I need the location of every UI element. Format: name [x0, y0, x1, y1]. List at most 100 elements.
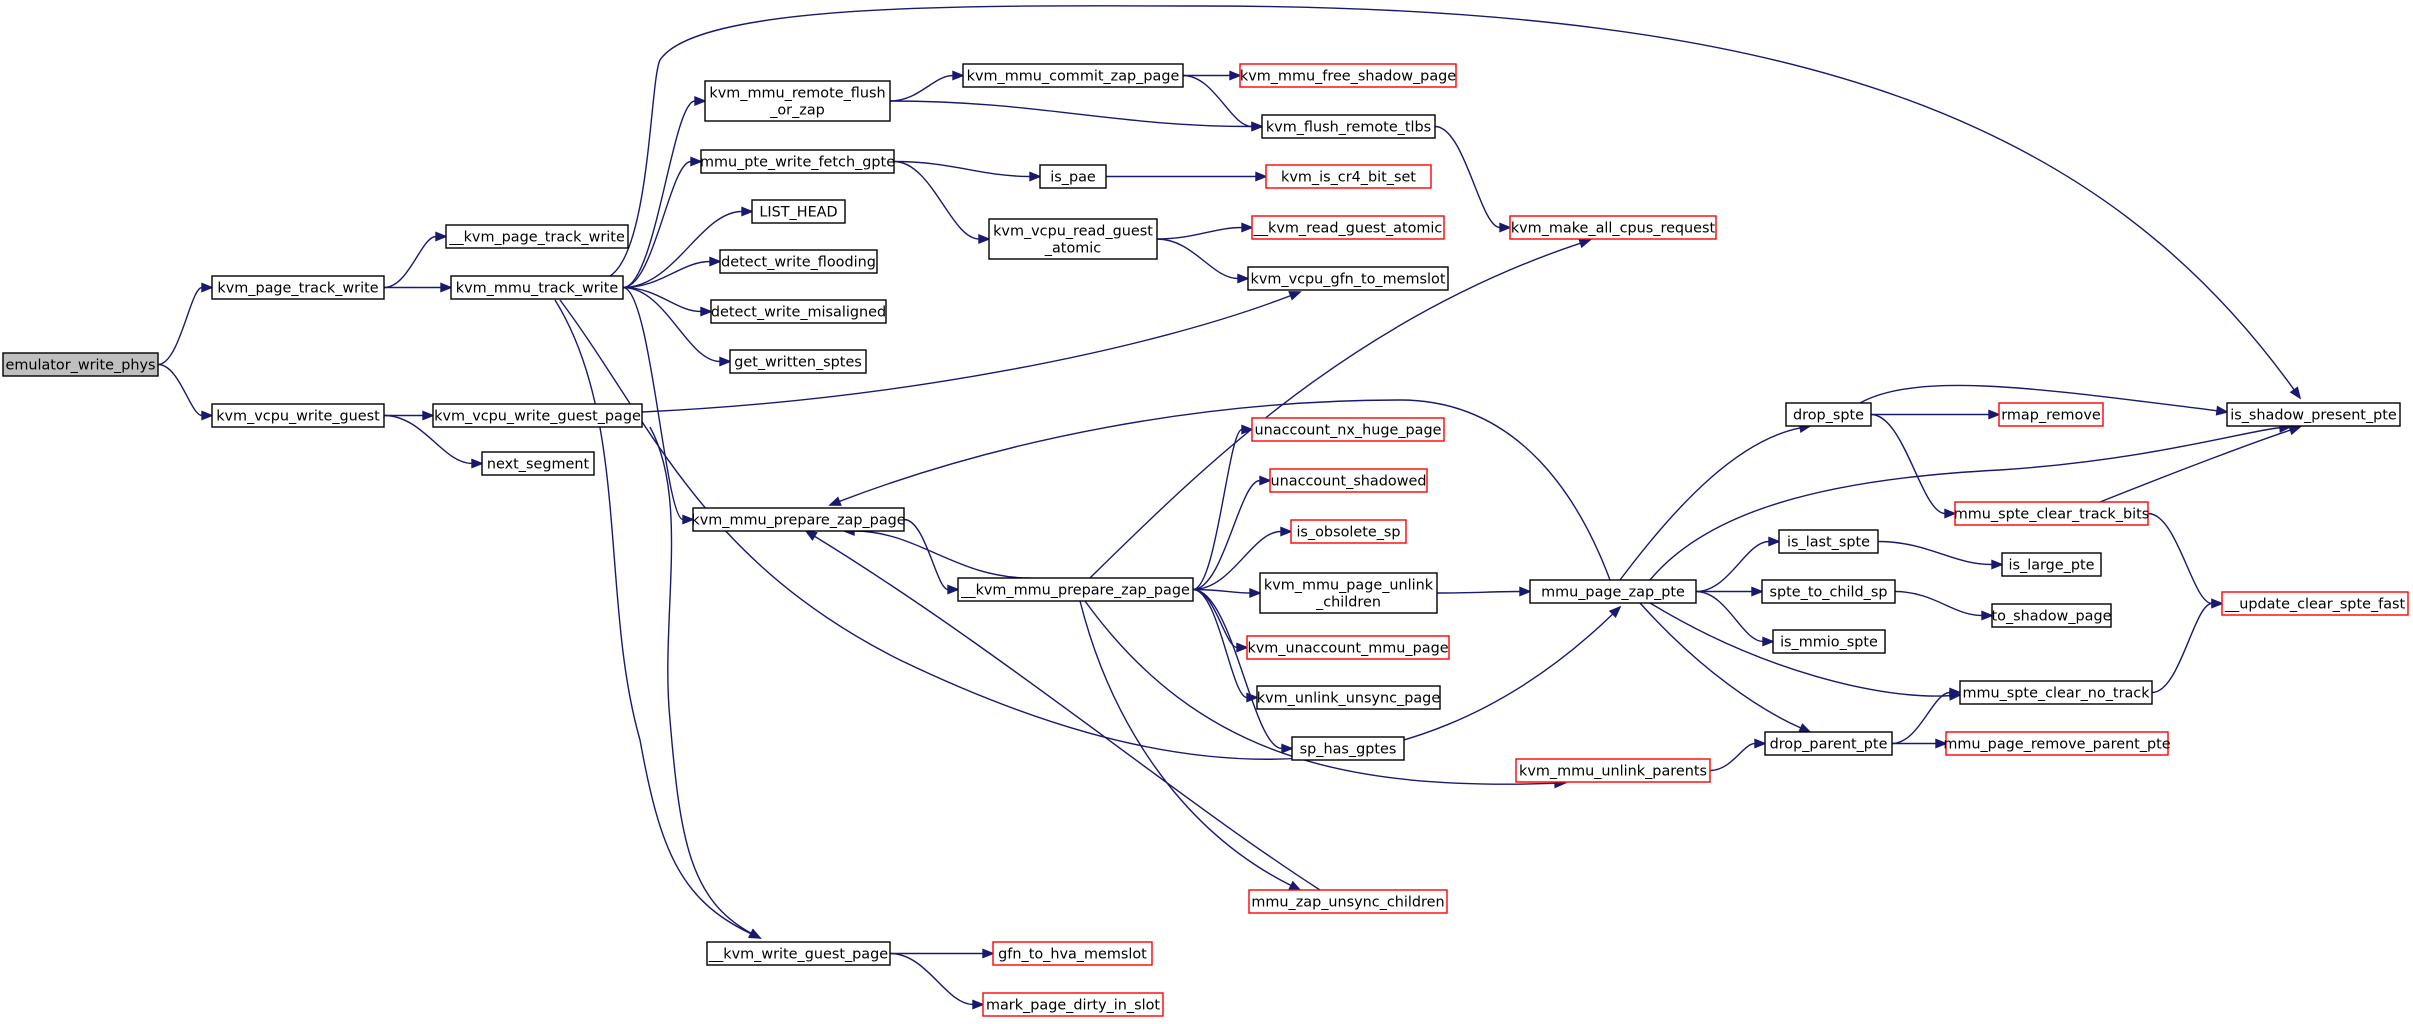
node-get_written_sptes[interactable]: get_written_sptes — [729, 349, 867, 374]
node-mmu_page_zap_pte[interactable]: mmu_page_zap_pte — [1529, 579, 1697, 604]
node-unaccount_nx_huge_page[interactable]: unaccount_nx_huge_page — [1251, 417, 1445, 442]
edge-__kvm_mmu_prepare_zap_page-to-unaccount_shadowed — [1192, 475, 1272, 591]
node-kvm_make_all_cpus_request[interactable]: kvm_make_all_cpus_request — [1509, 215, 1717, 240]
node-mark_page_dirty_in_slot[interactable]: mark_page_dirty_in_slot — [982, 992, 1164, 1017]
node-label-detect_write_flooding: detect_write_flooding — [721, 255, 876, 271]
node-__update_clear_spte_fast[interactable]: __update_clear_spte_fast — [2221, 591, 2409, 616]
node-mmu_spte_clear_track_bits[interactable]: mmu_spte_clear_track_bits — [1954, 501, 2149, 526]
node-kvm_vcpu_read_guest_atomic[interactable]: kvm_vcpu_read_guest_atomic — [988, 218, 1158, 260]
node-sp_has_gptes[interactable]: sp_has_gptes — [1291, 736, 1405, 761]
edge-mmu_pte_write_fetch_gpte-to-is_pae — [893, 160, 1042, 182]
node-box-kvm_mmu_unlink_parents — [1515, 758, 1711, 783]
edge-__kvm_mmu_prepare_zap_page-to-kvm_unaccount_mmu_page — [1192, 588, 1249, 653]
node-__kvm_page_track_write[interactable]: __kvm_page_track_write — [445, 224, 629, 249]
edge-spte_to_child_sp-to-to_shadow_page — [1894, 590, 1994, 621]
node-__kvm_write_guest_page[interactable]: __kvm_write_guest_page — [706, 941, 891, 966]
edge-kvm_mmu_track_write-to-get_written_sptes — [622, 286, 732, 367]
node-kvm_unaccount_mmu_page[interactable]: kvm_unaccount_mmu_page — [1246, 635, 1450, 660]
edge-kvm_vcpu_write_guest-to-next_segment — [383, 414, 484, 469]
edge-kvm_page_track_write-to-kvm_mmu_track_write — [384, 282, 453, 293]
node-kvm_mmu_prepare_zap_page[interactable]: kvm_mmu_prepare_zap_page — [691, 507, 906, 532]
node-label-mmu_spte_clear_track_bits: mmu_spte_clear_track_bits — [1954, 507, 2149, 523]
node-LIST_HEAD[interactable]: LIST_HEAD — [751, 199, 846, 224]
node-label-detect_write_misaligned: detect_write_misaligned — [711, 305, 886, 321]
edge-mmu_page_zap_pte-to-spte_to_child_sp — [1696, 586, 1764, 597]
node-box-unaccount_shadowed — [1269, 468, 1428, 493]
node-box-to_shadow_page — [1991, 603, 2112, 628]
node-is_last_spte[interactable]: is_last_spte — [1778, 529, 1879, 554]
node-detect_write_flooding[interactable]: detect_write_flooding — [719, 249, 878, 274]
node-kvm_vcpu_write_guest[interactable]: kvm_vcpu_write_guest — [211, 403, 385, 428]
node-is_shadow_present_pte[interactable]: is_shadow_present_pte — [2226, 402, 2401, 427]
node-__kvm_read_guest_atomic[interactable]: __kvm_read_guest_atomic — [1251, 215, 1445, 240]
node-kvm_mmu_commit_zap_page[interactable]: kvm_mmu_commit_zap_page — [962, 63, 1184, 88]
node-label-gfn_to_hva_memslot: gfn_to_hva_memslot — [998, 947, 1147, 963]
edge-drop_spte-to-mmu_spte_clear_track_bits — [1870, 413, 1957, 519]
node-label-LIST_HEAD: LIST_HEAD — [759, 205, 837, 221]
edge-__kvm_mmu_prepare_zap_page-to-is_obsolete_sp — [1192, 526, 1293, 591]
node-spte_to_child_sp[interactable]: spte_to_child_sp — [1761, 579, 1896, 604]
node-box-__update_clear_spte_fast — [2221, 591, 2409, 616]
node-box-is_shadow_present_pte — [2226, 402, 2401, 427]
edge-__kvm_mmu_prepare_zap_page-to-kvm_mmu_prepare_zap_page — [842, 525, 1030, 579]
node-is_obsolete_sp[interactable]: is_obsolete_sp — [1290, 519, 1407, 544]
node-label-drop_spte: drop_spte — [1793, 408, 1864, 424]
edge-is_last_spte-to-is_large_pte — [1877, 540, 2004, 570]
node-kvm_mmu_free_shadow_page[interactable]: kvm_mmu_free_shadow_page — [1239, 63, 1457, 88]
node-mmu_page_remove_parent_pte[interactable]: mmu_page_remove_parent_pte — [1943, 731, 2171, 756]
node-mmu_pte_write_fetch_gpte[interactable]: mmu_pte_write_fetch_gpte — [700, 149, 895, 174]
node-rmap_remove[interactable]: rmap_remove — [1998, 402, 2104, 427]
node-kvm_vcpu_gfn_to_memslot[interactable]: kvm_vcpu_gfn_to_memslot — [1247, 266, 1449, 291]
node-box-is_mmio_spte — [1772, 629, 1886, 654]
edge-mmu_page_zap_pte-to-drop_parent_pte — [1639, 602, 1812, 733]
node-is_pae[interactable]: is_pae — [1039, 164, 1107, 189]
node-to_shadow_page[interactable]: to_shadow_page — [1991, 603, 2112, 628]
node-kvm_mmu_page_unlink_children[interactable]: kvm_mmu_page_unlink_children — [1259, 572, 1438, 614]
node-label-kvm_unlink_unsync_page: kvm_unlink_unsync_page — [1257, 691, 1441, 707]
node-box-sp_has_gptes — [1291, 736, 1405, 761]
edge-emulator_write_phys-to-kvm_page_track_write — [157, 282, 214, 366]
node-mmu_spte_clear_no_track[interactable]: mmu_spte_clear_no_track — [1959, 680, 2153, 705]
node-label-kvm_vcpu_read_guest_atomic: _atomic — [1044, 241, 1101, 257]
node-box-kvm_flush_remote_tlbs — [1261, 114, 1436, 139]
node-box-kvm_mmu_commit_zap_page — [962, 63, 1184, 88]
node-mmu_zap_unsync_children[interactable]: mmu_zap_unsync_children — [1248, 889, 1448, 914]
node-label-kvm_unaccount_mmu_page: kvm_unaccount_mmu_page — [1247, 641, 1448, 657]
node-box-kvm_page_track_write — [211, 275, 385, 300]
edge-__kvm_mmu_prepare_zap_page-to-unaccount_nx_huge_page — [1192, 424, 1254, 591]
node-next_segment[interactable]: next_segment — [481, 451, 595, 476]
node-__kvm_mmu_prepare_zap_page[interactable]: __kvm_mmu_prepare_zap_page — [957, 577, 1194, 602]
node-box-mmu_page_zap_pte — [1529, 579, 1697, 604]
node-kvm_mmu_remote_flush_or_zap[interactable]: kvm_mmu_remote_flush_or_zap — [704, 80, 891, 122]
node-kvm_mmu_track_write[interactable]: kvm_mmu_track_write — [450, 275, 624, 300]
node-drop_parent_pte[interactable]: drop_parent_pte — [1764, 731, 1893, 756]
node-is_mmio_spte[interactable]: is_mmio_spte — [1772, 629, 1886, 654]
edge-kvm_mmu_track_write-to-detect_write_misaligned — [622, 286, 713, 317]
node-kvm_vcpu_write_guest_page[interactable]: kvm_vcpu_write_guest_page — [432, 403, 643, 428]
node-box-mmu_pte_write_fetch_gpte — [700, 149, 895, 174]
node-drop_spte[interactable]: drop_spte — [1785, 402, 1872, 427]
node-kvm_is_cr4_bit_set[interactable]: kvm_is_cr4_bit_set — [1265, 164, 1432, 189]
node-box-detect_write_flooding — [719, 249, 878, 274]
node-box-is_last_spte — [1778, 529, 1879, 554]
edge-kvm_mmu_commit_zap_page-to-kvm_mmu_free_shadow_page — [1183, 70, 1242, 81]
node-label-kvm_mmu_remote_flush_or_zap: _or_zap — [769, 103, 825, 119]
node-box-__kvm_read_guest_atomic — [1251, 215, 1445, 240]
node-detect_write_misaligned[interactable]: detect_write_misaligned — [710, 299, 887, 324]
node-box-kvm_mmu_free_shadow_page — [1239, 63, 1457, 88]
node-kvm_flush_remote_tlbs[interactable]: kvm_flush_remote_tlbs — [1261, 114, 1436, 139]
node-kvm_mmu_unlink_parents[interactable]: kvm_mmu_unlink_parents — [1515, 758, 1711, 783]
node-box-kvm_is_cr4_bit_set — [1265, 164, 1432, 189]
node-label-mmu_zap_unsync_children: mmu_zap_unsync_children — [1251, 895, 1444, 911]
node-box-kvm_vcpu_write_guest_page — [432, 403, 643, 428]
node-box-mmu_spte_clear_track_bits — [1954, 501, 2149, 526]
node-label-__kvm_page_track_write: __kvm_page_track_write — [448, 230, 625, 246]
node-kvm_page_track_write[interactable]: kvm_page_track_write — [211, 275, 385, 300]
node-gfn_to_hva_memslot[interactable]: gfn_to_hva_memslot — [992, 941, 1153, 966]
node-label-sp_has_gptes: sp_has_gptes — [1300, 742, 1397, 758]
node-kvm_unlink_unsync_page[interactable]: kvm_unlink_unsync_page — [1256, 685, 1441, 710]
node-unaccount_shadowed[interactable]: unaccount_shadowed — [1269, 468, 1428, 493]
node-is_large_pte[interactable]: is_large_pte — [2001, 552, 2102, 577]
node-box-LIST_HEAD — [751, 199, 846, 224]
node-label-mmu_spte_clear_no_track: mmu_spte_clear_no_track — [1962, 686, 2150, 702]
